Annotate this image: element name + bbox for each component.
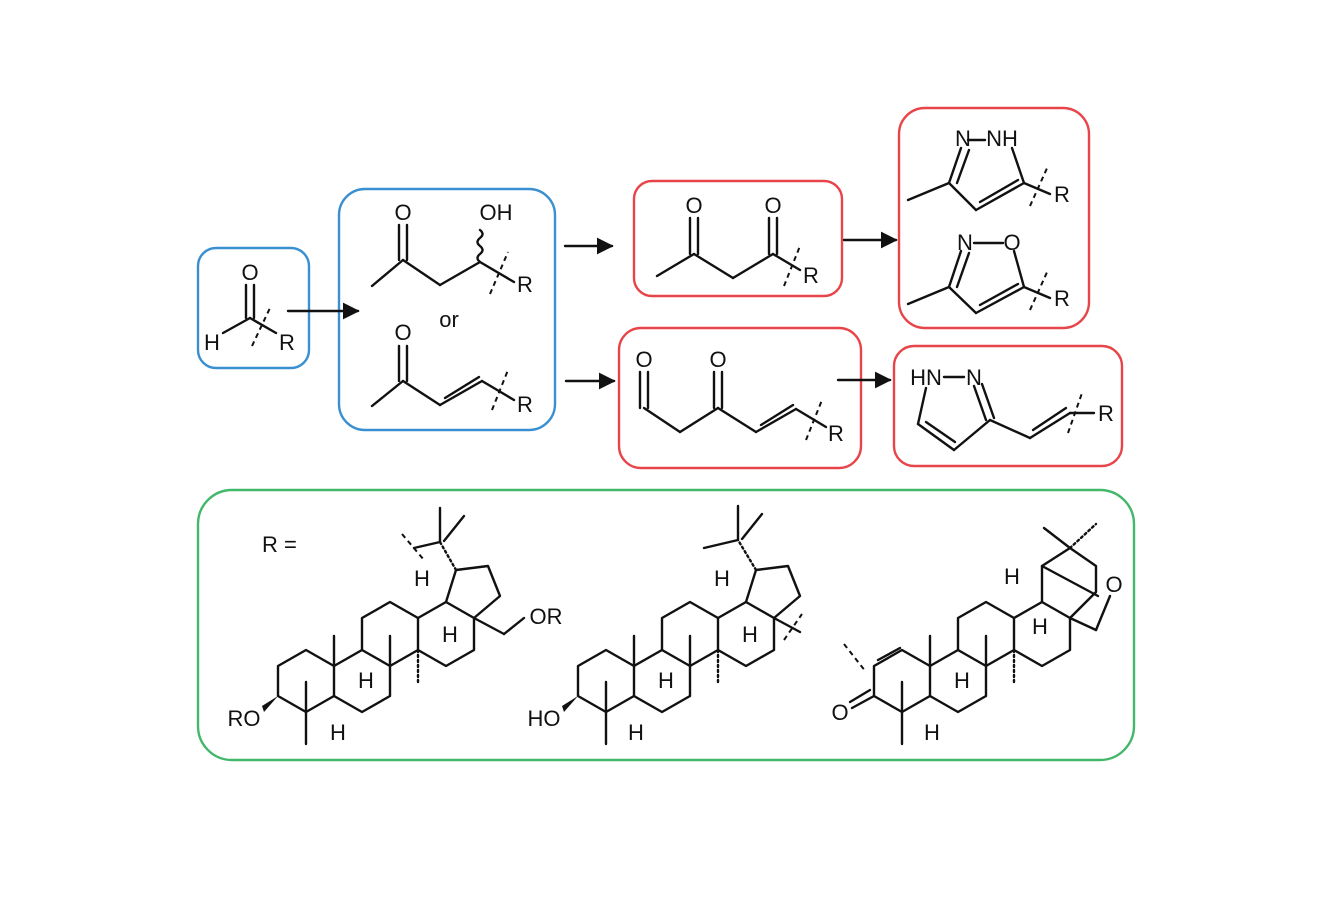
atom-label: OH bbox=[480, 200, 513, 225]
aldehyde-structure: O H R bbox=[204, 260, 295, 355]
r-label: R bbox=[1054, 286, 1070, 311]
heterocycle-box bbox=[897, 106, 1091, 330]
atom-label: H bbox=[204, 330, 220, 355]
atom-label: N bbox=[957, 230, 973, 255]
atom-label: H bbox=[954, 668, 970, 693]
atom-label: H bbox=[414, 566, 430, 591]
atom-label: N bbox=[966, 365, 982, 390]
keto-aldehyde-structure: O O R bbox=[635, 347, 844, 446]
atom-label: N bbox=[955, 126, 971, 151]
vinyl-pyrazole-box bbox=[892, 344, 1124, 468]
keto-aldehyde-box bbox=[617, 326, 863, 470]
r-group-label: R = bbox=[262, 532, 297, 557]
atom-label: H bbox=[924, 720, 940, 745]
pyrazole-structure: N NH R bbox=[906, 126, 1070, 212]
atom-label: O bbox=[394, 320, 411, 345]
or-label: or bbox=[439, 307, 459, 332]
atom-label: H bbox=[442, 622, 458, 647]
atom-label: H bbox=[1032, 614, 1048, 639]
atom-label: H bbox=[658, 668, 674, 693]
atom-label: O bbox=[241, 260, 258, 285]
atom-label: H bbox=[1004, 564, 1020, 589]
diketone-structure: O O R bbox=[655, 193, 819, 288]
atom-label: OR bbox=[530, 604, 563, 629]
isoxazole-structure: N O R bbox=[906, 230, 1070, 315]
atom-label: H bbox=[714, 566, 730, 591]
atom-label: HO bbox=[528, 706, 561, 731]
atom-label: O bbox=[831, 700, 848, 725]
atom-label: RO bbox=[228, 706, 261, 731]
atom-label: H bbox=[330, 720, 346, 745]
r-label: R bbox=[1054, 182, 1070, 207]
atom-label: O bbox=[709, 347, 726, 372]
atom-label: HN bbox=[910, 365, 942, 390]
r-label: R bbox=[803, 263, 819, 288]
aldol-structure: O OH R bbox=[370, 200, 533, 297]
atom-label: O bbox=[394, 200, 411, 225]
atom-label: O bbox=[685, 193, 702, 218]
lupeol-structure: HO H H H H bbox=[528, 504, 803, 746]
atom-label: O bbox=[1105, 572, 1122, 597]
atom-label: O bbox=[764, 193, 781, 218]
r-group-box bbox=[196, 488, 1136, 762]
diketone-box bbox=[632, 179, 844, 298]
r-label: R bbox=[279, 330, 295, 355]
r-label: R bbox=[1098, 401, 1114, 426]
r-label: R bbox=[828, 421, 844, 446]
atom-label: H bbox=[628, 720, 644, 745]
vinyl-pyrazole-structure: HN N R bbox=[910, 365, 1114, 452]
r-label: R bbox=[517, 392, 533, 417]
intermediate-box bbox=[337, 187, 557, 432]
atom-label: O bbox=[1003, 230, 1020, 255]
atom-label: H bbox=[742, 622, 758, 647]
allobetulone-structure: O O H H H H bbox=[831, 522, 1123, 746]
atom-label: H bbox=[358, 668, 374, 693]
atom-label: O bbox=[635, 347, 652, 372]
r-label: R bbox=[517, 272, 533, 297]
betulin-structure: RO OR H H H H bbox=[228, 506, 563, 746]
enone-structure: O R bbox=[370, 320, 533, 417]
atom-label: NH bbox=[986, 126, 1018, 151]
reactant-box bbox=[196, 246, 311, 370]
